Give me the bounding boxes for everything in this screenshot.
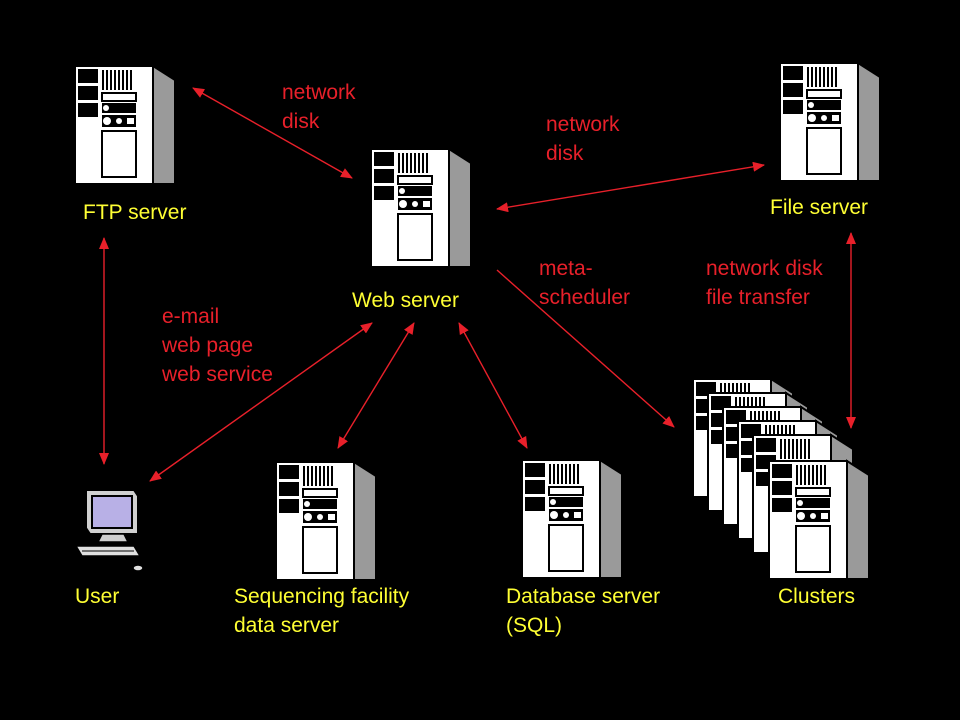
edge-label-line: disk xyxy=(282,110,320,133)
web-server-label: Web server xyxy=(352,289,459,312)
web-server-icon xyxy=(370,148,472,268)
file-server-icon xyxy=(779,62,881,182)
arrow-web-user xyxy=(149,322,373,482)
edge-label-web-clusters: meta- scheduler xyxy=(539,254,630,312)
edge-label-line: network xyxy=(546,113,620,136)
edge-label-line: network disk xyxy=(706,257,823,280)
edge-label-ftp-web: network disk xyxy=(282,78,356,136)
user-computer-icon xyxy=(75,489,144,572)
edge-label-line: disk xyxy=(546,142,584,165)
ftp-server-label: FTP server xyxy=(83,201,187,224)
edge-label-line: network xyxy=(282,81,356,104)
edge-label-file-clusters: network disk file transfer xyxy=(706,254,823,312)
arrow-ftp-web xyxy=(192,87,353,179)
file-server-label: File server xyxy=(770,196,869,219)
sequencing-server-label: Sequencing facility data server xyxy=(234,582,409,640)
clusters-stack-icon xyxy=(692,378,870,580)
arrow-web-sequencing xyxy=(337,322,415,449)
arrow-web-database xyxy=(458,322,528,449)
user-label: User xyxy=(75,585,120,608)
database-label-line-1: Database server xyxy=(506,585,661,608)
edge-label-line: web page xyxy=(162,334,254,357)
edge-label-line: scheduler xyxy=(539,286,631,309)
edge-label-web-file: network disk xyxy=(546,110,620,168)
sequencing-label-line-2: data server xyxy=(234,614,340,637)
database-server-label: Database server (SQL) xyxy=(506,582,660,640)
edge-label-line: meta- xyxy=(539,257,593,280)
clusters-label: Clusters xyxy=(778,585,856,608)
edge-label-line: e-mail xyxy=(162,305,220,328)
edge-label-line: file transfer xyxy=(706,286,810,309)
edge-label-line: web service xyxy=(162,363,273,386)
database-server-icon xyxy=(521,459,623,579)
sequencing-label-line-1: Sequencing facility xyxy=(234,585,410,608)
ftp-server-icon xyxy=(74,65,176,185)
sequencing-server-icon xyxy=(275,461,377,581)
arrow-web-file xyxy=(496,161,765,213)
edge-label-user-web: e-mail web page web service xyxy=(162,302,273,389)
arrow-web-clusters xyxy=(496,269,675,428)
database-label-line-2: (SQL) xyxy=(506,614,563,637)
